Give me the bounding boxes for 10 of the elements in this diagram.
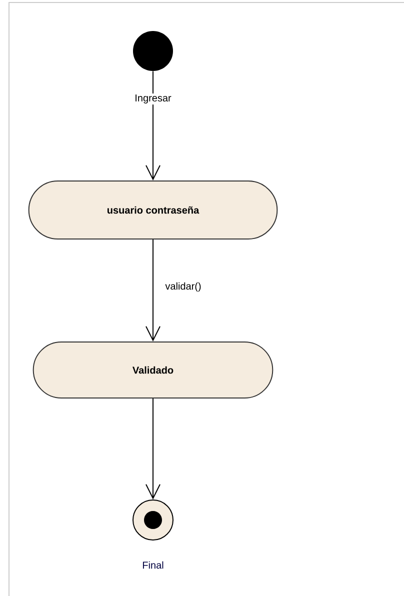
action-box: Validado (32, 342, 274, 398)
node-caption: Final (142, 561, 164, 569)
arrow (146, 239, 160, 342)
initial-node (133, 31, 173, 71)
edge-label: validar() (164, 281, 202, 293)
arrow (146, 70, 160, 180)
edge-label: Ingresar (134, 94, 172, 104)
action-box: usuario contraseña (28, 180, 278, 240)
final-node (132, 500, 174, 540)
arrow (146, 398, 160, 500)
